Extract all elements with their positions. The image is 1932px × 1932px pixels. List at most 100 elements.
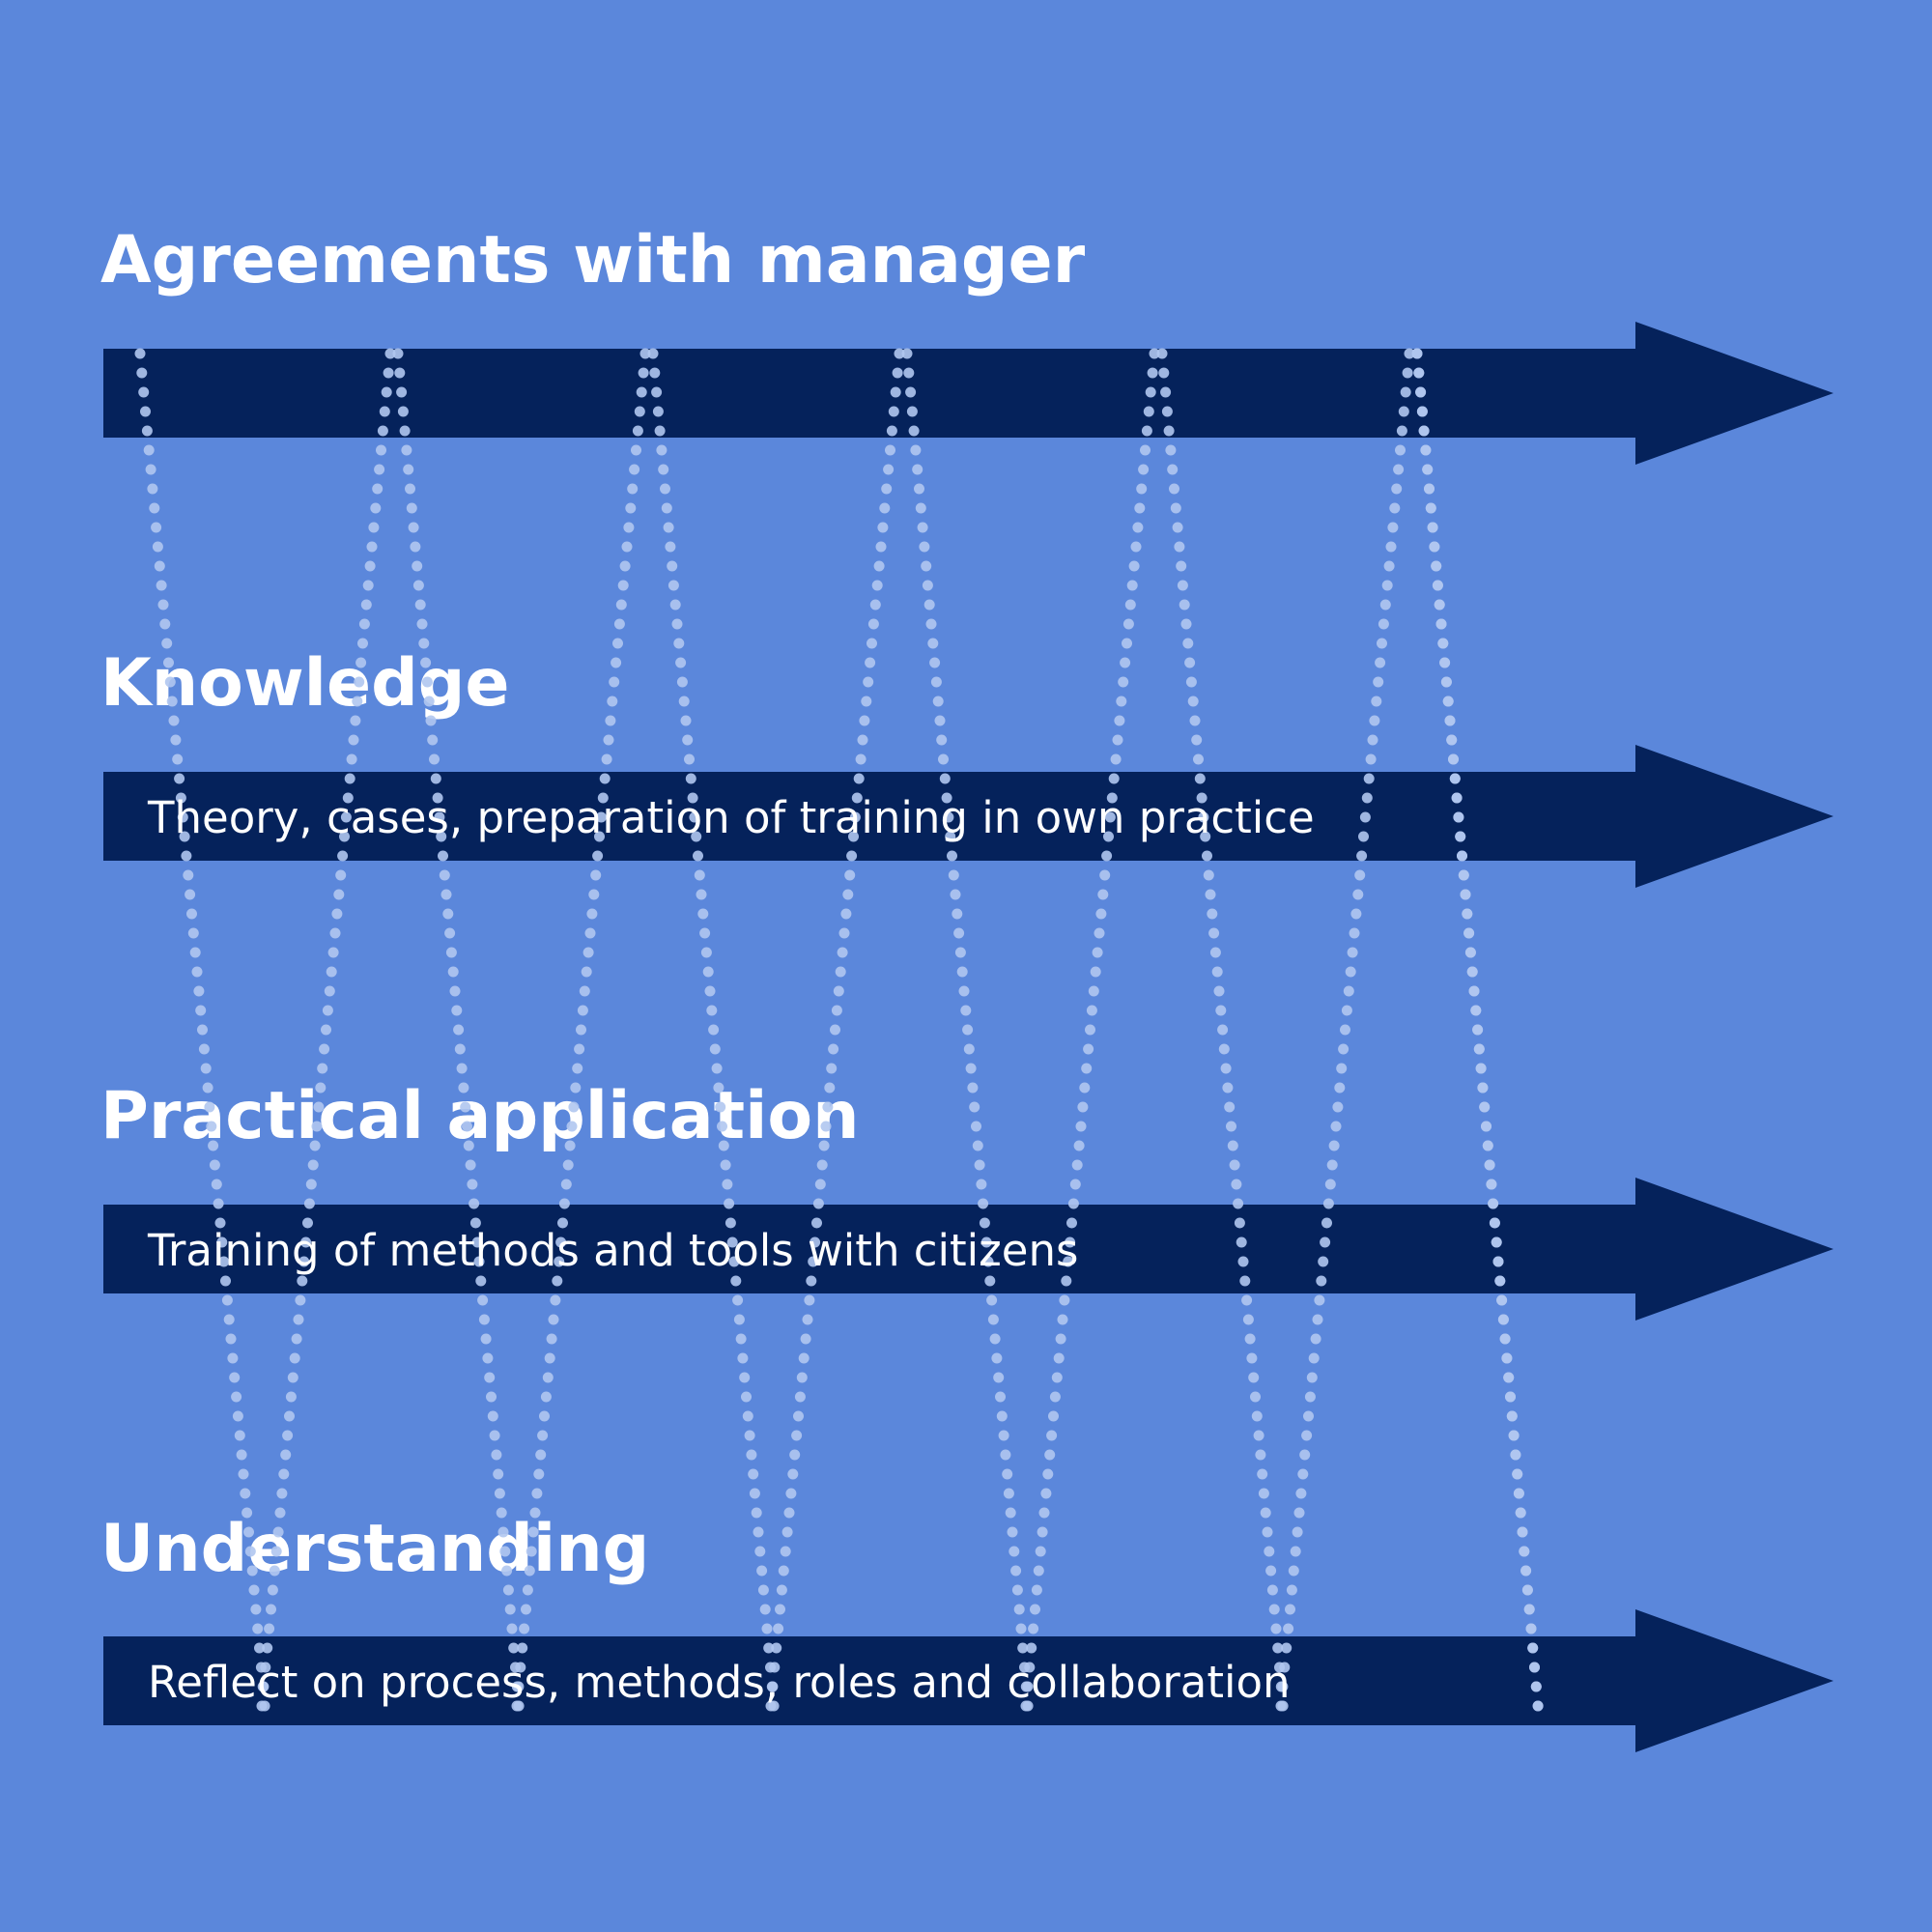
thread-dot: [1015, 1623, 1027, 1634]
thread-dot: [665, 541, 676, 553]
thread-dot: [632, 425, 643, 437]
thread-dot: [1486, 1179, 1497, 1190]
thread-dot: [1393, 464, 1405, 475]
thread-dot: [1444, 715, 1456, 726]
thread-dot: [337, 850, 349, 862]
thread-dot: [1324, 1179, 1336, 1190]
thread-dot: [923, 599, 935, 611]
thread-dot: [1530, 1681, 1542, 1692]
thread-dot: [291, 1333, 302, 1345]
thread-dot: [282, 1430, 294, 1441]
thread-dot: [331, 908, 343, 920]
thread-dot: [753, 1526, 764, 1538]
thread-dot: [785, 1488, 797, 1499]
thread-dot: [687, 792, 698, 804]
thread-dot: [234, 1430, 245, 1441]
thread-dot: [929, 657, 941, 668]
thread-dot: [742, 1410, 753, 1422]
thread-dot: [442, 908, 454, 920]
thread-dot: [168, 715, 180, 726]
thread-dot: [138, 386, 150, 398]
thread-dot: [1525, 1623, 1537, 1634]
thread-dot: [300, 1236, 312, 1248]
thread-dot: [998, 1430, 1009, 1441]
thread-dot: [1413, 367, 1425, 379]
thread-dot: [1106, 792, 1118, 804]
thread-dot: [1424, 483, 1435, 495]
thread-dot: [875, 541, 887, 553]
thread-dot: [881, 483, 893, 495]
thread-dot: [164, 676, 176, 688]
thread-dot: [366, 541, 378, 553]
thread-dot: [1086, 1005, 1097, 1016]
thread-dot: [700, 947, 712, 958]
thread-dot: [1275, 1700, 1287, 1712]
thread-dot: [151, 522, 162, 533]
thread-dot: [1017, 1642, 1029, 1654]
thread-dot: [1026, 1642, 1037, 1654]
thread-dot: [186, 908, 197, 920]
thread-dot: [324, 985, 335, 997]
thread-dot: [945, 831, 956, 842]
thread-dot: [1508, 1430, 1520, 1441]
thread-dot: [166, 696, 178, 707]
thread-dot: [1092, 947, 1103, 958]
heading-understanding: Understanding: [100, 1511, 649, 1587]
thread-dot: [901, 348, 913, 359]
thread-dot: [272, 1526, 284, 1538]
thread-dot: [612, 638, 623, 649]
thread-dot: [1330, 1121, 1342, 1132]
thread-dot: [152, 541, 163, 553]
thread-dot: [1085, 1024, 1095, 1036]
thread-dot: [1378, 618, 1389, 630]
thread-dot: [1239, 1275, 1251, 1287]
thread-dot: [358, 618, 370, 630]
thread-dot: [810, 1236, 821, 1248]
thread-dot: [191, 966, 203, 978]
thread-dot: [1108, 773, 1120, 784]
thread-dot: [202, 1082, 213, 1094]
thread-dot: [1104, 811, 1116, 823]
thread-dot: [1484, 1159, 1495, 1171]
thread-dot: [236, 1449, 247, 1461]
thread-dot: [927, 638, 939, 649]
thread-dot: [1156, 348, 1168, 359]
thread-dot: [264, 1623, 275, 1634]
thread-dot: [445, 947, 457, 958]
thread-dot: [1512, 1468, 1523, 1480]
thread-dot: [631, 444, 641, 456]
thread-dot: [1138, 464, 1150, 475]
arrow-text-knowledge: Theory, cases, preparation of training i…: [147, 792, 1315, 843]
thread-dot: [800, 1333, 811, 1345]
thread-dot: [370, 502, 382, 514]
thread-dot: [298, 1256, 310, 1267]
thread-dot: [405, 483, 415, 495]
thread-dot: [1224, 1101, 1236, 1113]
thread-dot: [557, 1217, 568, 1229]
thread-dot: [427, 734, 439, 746]
thread-dot: [1260, 1507, 1271, 1519]
thread-dot: [1048, 1410, 1059, 1422]
thread-dot: [335, 869, 347, 881]
thread-dot: [1290, 1546, 1301, 1557]
thread-dot: [200, 1063, 212, 1074]
thread-dot: [863, 676, 874, 688]
thread-dot: [307, 1159, 319, 1171]
thread-dot: [497, 1526, 509, 1538]
thread-dot: [1122, 638, 1132, 649]
thread-dot: [976, 1179, 987, 1190]
thread-dot: [1229, 1159, 1240, 1171]
thread-dot: [1184, 657, 1196, 668]
thread-dot: [163, 657, 174, 668]
thread-dot: [1299, 1449, 1311, 1461]
thread-dot: [730, 1275, 742, 1287]
thread-dot: [1350, 908, 1362, 920]
thread-dot: [865, 657, 876, 668]
row-knowledge: Knowledge: [100, 645, 1833, 888]
thread-dot: [848, 831, 859, 842]
thread-dot: [421, 676, 433, 688]
thread-dot: [229, 1372, 241, 1383]
thread-dot: [1385, 541, 1397, 553]
arrow-practical-application: [103, 1178, 1833, 1321]
thread-dot: [1279, 1662, 1291, 1673]
